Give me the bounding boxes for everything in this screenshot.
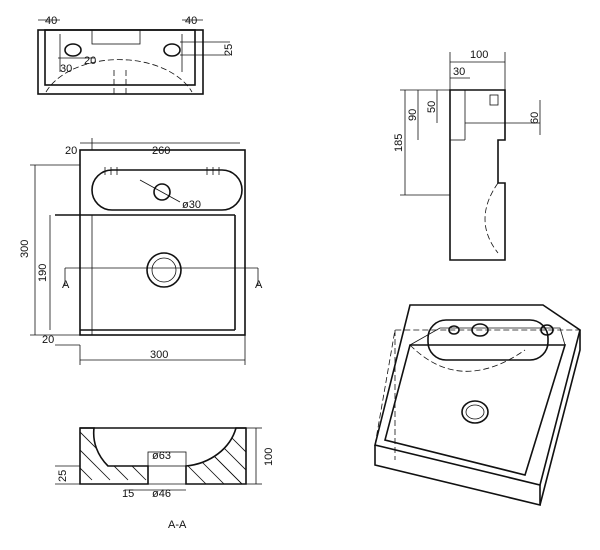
overflow-ticks bbox=[104, 167, 220, 175]
section-dim-diameter-46: ø46 bbox=[152, 488, 171, 500]
section-view: ø63 25 15 ø46 100 A-A bbox=[55, 427, 275, 531]
front-view: 20 260 ø30 300 190 20 300 A A bbox=[19, 138, 263, 365]
section-caption: A-A bbox=[168, 519, 187, 531]
isometric-view bbox=[374, 304, 581, 507]
section-mark-left: A bbox=[62, 279, 70, 291]
section-dim-25: 25 bbox=[57, 470, 69, 482]
section-dim-100: 100 bbox=[263, 448, 275, 466]
section-mark-right: A bbox=[255, 279, 263, 291]
side-dim-30: 30 bbox=[453, 66, 465, 78]
side-view: 100 30 50 90 60 185 bbox=[393, 49, 541, 261]
top-dim-20: 20 bbox=[84, 55, 96, 67]
top-dim-40-left: 40 bbox=[45, 15, 57, 27]
front-dim-300-height: 300 bbox=[19, 240, 31, 258]
side-dim-50: 50 bbox=[426, 101, 438, 113]
front-dim-diameter-30: ø30 bbox=[182, 199, 201, 211]
top-dim-30: 30 bbox=[60, 63, 72, 75]
top-view: 40 40 25 20 30 bbox=[37, 15, 235, 95]
section-dim-diameter-63: ø63 bbox=[152, 450, 171, 462]
front-dim-190: 190 bbox=[37, 264, 49, 282]
side-dim-100: 100 bbox=[470, 49, 488, 61]
front-dim-260: 260 bbox=[152, 145, 170, 157]
side-dim-60: 60 bbox=[529, 112, 541, 124]
front-dim-20-top: 20 bbox=[65, 145, 77, 157]
side-dim-185: 185 bbox=[393, 134, 405, 152]
top-dim-40-right: 40 bbox=[185, 15, 197, 27]
front-dim-20-bottom: 20 bbox=[42, 334, 54, 346]
front-dim-300-width: 300 bbox=[150, 349, 168, 361]
side-dim-90: 90 bbox=[407, 109, 419, 121]
top-dim-25: 25 bbox=[223, 44, 235, 56]
section-dim-15: 15 bbox=[122, 488, 134, 500]
